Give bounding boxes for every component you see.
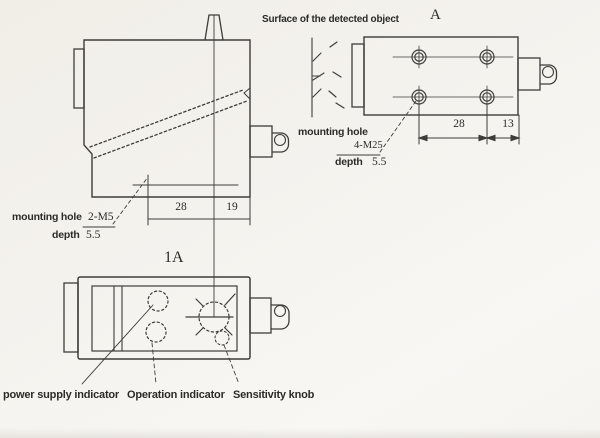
sensitivity-leader-line (223, 344, 240, 385)
beam-dashes (328, 41, 345, 109)
side-mounting-hole-label: mounting hole (12, 211, 82, 223)
operation-indicator-label: Operation indicator (127, 389, 225, 401)
sensitivity-knob-label: Sensitivity knob (233, 389, 315, 401)
top-dim-28: 28 (453, 118, 465, 130)
top-note-leader-line (379, 100, 417, 153)
slanted-window-dashed-lines (89, 89, 248, 159)
front-tab (63, 282, 79, 353)
sensor-body-outline (83, 39, 251, 198)
top-connector (517, 57, 558, 91)
top-depth-value: 5.5 (372, 156, 387, 168)
mounting-hole-icon (479, 45, 495, 69)
sensitivity-adjust-circle (214, 330, 230, 346)
top-view-drawing (311, 36, 558, 156)
hole-center-lines (392, 56, 514, 98)
power-supply-indicator-label: power supply indicator (3, 389, 120, 401)
front-view-drawing (63, 276, 290, 385)
sensitivity-knob-icon (185, 293, 236, 336)
top-view-dimensions (417, 104, 521, 145)
top-mounting-spec: 4-M25 (354, 140, 383, 151)
surface-of-detected-object-label: Surface of the detected object (262, 14, 399, 25)
top-mounting-hole-label: mounting hole (298, 126, 368, 138)
side-tab (73, 48, 85, 109)
panel-divider-lines (113, 285, 123, 352)
side-dim-28: 28 (175, 201, 187, 213)
operation-indicator-circle (145, 321, 167, 343)
side-note-leader-line (112, 176, 149, 225)
power-indicator-circle (147, 290, 169, 312)
side-view-drawing (73, 14, 290, 318)
side-view-dimensions (132, 174, 251, 226)
mounting-holes (411, 45, 495, 109)
side-depth-label: depth (52, 229, 80, 241)
side-mounting-spec: 2-M5 (88, 211, 114, 223)
view-1a-label: 1A (164, 249, 184, 266)
sensing-face (351, 43, 365, 108)
top-depth-label: depth (335, 156, 363, 168)
operation-leader-line (151, 342, 157, 385)
front-face-panel (91, 285, 238, 352)
side-depth-value: 5.5 (86, 229, 101, 241)
front-connector (249, 297, 290, 334)
power-leader-line (81, 304, 154, 385)
mounting-hole-icon (411, 45, 427, 69)
side-connector (249, 125, 290, 158)
mounting-hole-icon (411, 85, 427, 109)
mounting-hole-icon (479, 85, 495, 109)
side-dim-19: 19 (226, 201, 238, 213)
view-a-label: A (430, 7, 441, 23)
detected-surface-symbol (311, 37, 325, 118)
top-body-outline (363, 36, 519, 116)
right-edge-notch (243, 87, 251, 100)
top-dim-13: 13 (502, 118, 514, 130)
